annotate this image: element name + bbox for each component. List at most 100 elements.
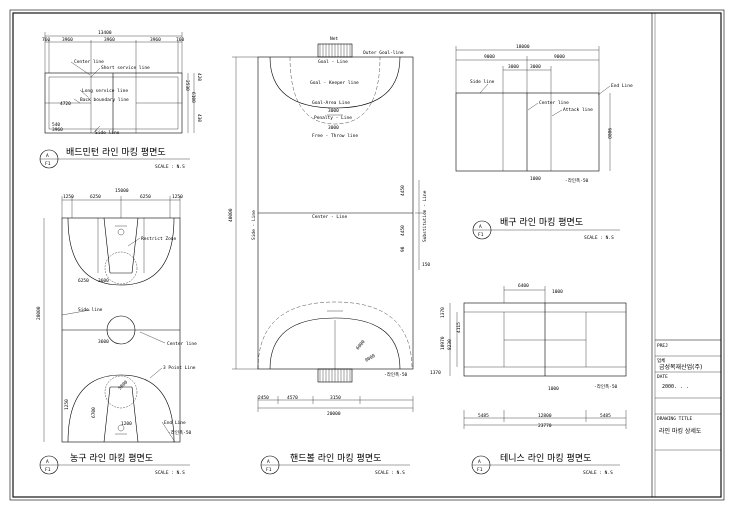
- bad-dim-540: 540: [52, 122, 60, 128]
- volleyball-title: 배구 라인 마킹 평면도: [500, 216, 583, 228]
- bb-label-linewidth: -라인폭-50: [168, 429, 192, 436]
- tn-dim-t1: 6400: [518, 283, 529, 289]
- title-field-prej: PREJ: [657, 343, 668, 349]
- handball-title: 핸드볼 라인 마킹 평면도: [290, 452, 381, 464]
- hb-dim-3000a: 3000: [328, 108, 339, 114]
- hb-label-goal-area: Goal-Area Line: [312, 100, 350, 106]
- hb-dim-4450a: 4450: [400, 185, 406, 196]
- hb-label-center: Center - Line: [312, 214, 348, 220]
- vb-dim-a2: 3000: [530, 64, 541, 70]
- bb-label-end: End Line: [164, 420, 186, 426]
- vb-dim-b: 1000: [530, 176, 541, 182]
- tennis-plan: 6400 1000 1370 4115 10970 8230 1370 1000…: [430, 283, 627, 476]
- bad-dim-r1: 2530: [184, 80, 190, 91]
- vb-label-center: Center line: [539, 100, 569, 106]
- vb-dim-d2: 9000: [554, 54, 565, 60]
- bb-label-restrict: Restrict Zone: [141, 236, 177, 242]
- hb-dim-b3: 3150: [330, 395, 341, 401]
- hb-scale: SCALE : N.S: [375, 470, 405, 476]
- tn-dim-b1000: 1000: [548, 386, 559, 392]
- hb-label-linewidth: -라인폭-50: [384, 371, 408, 378]
- tn-dim-bot2: 12800: [538, 413, 552, 419]
- company-name: 금성목재산업(주): [659, 363, 702, 371]
- bad-label-short-service: Short service line: [101, 65, 150, 71]
- hb-label-substitution: Substitution - Line: [422, 190, 428, 242]
- bad-dim-r4: 430: [196, 114, 202, 122]
- bad-dim-total: 13400: [98, 30, 112, 36]
- vb-dim-h: 9000: [606, 128, 612, 139]
- tn-dim-l5: 1370: [430, 370, 441, 376]
- hb-dim-b1: 2450: [258, 395, 269, 401]
- title-field-company-label: 업체: [657, 357, 665, 364]
- tn-dim-l2: 4115: [456, 322, 462, 333]
- bb-dim-circle: 3600: [98, 339, 109, 345]
- hb-label-free-throw: Free - Throw line: [312, 133, 358, 139]
- bb-scale: SCALE : N.S: [155, 470, 185, 476]
- bad-sheet-number: F1: [45, 161, 51, 167]
- bb-dim-length: 28000: [36, 306, 42, 320]
- volleyball-plan: 18000 9000 9000 3000 3000 9000 1000 Side…: [455, 44, 633, 241]
- bb-dim-tp4: 1200: [121, 421, 132, 427]
- vb-dim-d1: 9000: [484, 54, 495, 60]
- vb-label-end: End Line: [611, 83, 633, 89]
- hb-section-number: A: [267, 459, 270, 465]
- vb-dim-total: 18000: [516, 44, 530, 50]
- bad-dim-r2: 6100: [190, 92, 196, 103]
- hb-dim-width: 20000: [327, 411, 341, 417]
- bb-dim-total: 15000: [115, 188, 129, 194]
- bb-dim-d3: 6250: [140, 194, 151, 200]
- vb-dim-a1: 3000: [508, 64, 519, 70]
- bb-label-3pt: 3 Point Line: [163, 365, 196, 371]
- vb-sheet-number: F1: [478, 232, 484, 238]
- bad-dim-3960: 3960: [52, 127, 63, 133]
- bad-label-side-line: Side line: [95, 130, 120, 136]
- badminton-plan: 13400 760 3960 3960 3960 760 2530 6100 4…: [39, 30, 202, 170]
- bad-dim-r3: 420: [196, 73, 202, 81]
- vb-section-number: A: [479, 224, 482, 230]
- basketball-plan: 15000 1250 6250 6250 1250 28000 6250 360…: [36, 188, 197, 476]
- bad-dim-d4: 3960: [150, 37, 161, 43]
- bb-section-number: A: [46, 459, 49, 465]
- bad-label-center: Center line: [74, 59, 104, 65]
- bad-dim-d2: 3960: [62, 37, 73, 43]
- vb-label-side: Side line: [470, 79, 495, 85]
- title-field-date-label: DATE: [657, 374, 668, 380]
- tn-scale: SCALE : N.S: [583, 470, 613, 476]
- title-block: PREJ 업체 금성목재산업(주) DATE 2000. . . DRAWING…: [651, 13, 721, 497]
- tn-label-linewidth: -라인폭-50: [594, 383, 618, 390]
- hb-label-net: Net: [330, 36, 338, 42]
- bad-scale: SCALE : N.S: [155, 164, 185, 170]
- hb-label-side: Side - Line: [251, 210, 257, 240]
- hb-label-goal-line: Goal - Line: [318, 59, 348, 65]
- bb-dim-d4: 1250: [172, 194, 183, 200]
- hb-sheet-number: F1: [266, 467, 272, 473]
- tn-sheet-number: F1: [477, 467, 483, 473]
- hb-label-penalty: Penalty - Line: [314, 115, 352, 121]
- tn-dim-t2: 1000: [552, 289, 563, 295]
- inner-border: [12, 12, 722, 498]
- bad-dim-d3: 3960: [104, 37, 115, 43]
- badminton-title: 배드민턴 라인 마킹 평면도: [66, 146, 166, 158]
- bad-dim-4720: 4720: [60, 101, 71, 107]
- hb-dim-3000b: 3000: [328, 125, 339, 131]
- bad-dim-d1: 760: [42, 37, 50, 43]
- bb-label-side: Side line: [78, 307, 103, 313]
- tn-dim-total: 23770: [538, 423, 552, 429]
- volleyball-court: [455, 92, 600, 172]
- vb-label-attack: Attack line: [563, 107, 593, 113]
- bad-section-number: A: [46, 153, 49, 159]
- vb-label-linewidth: -라인폭-50: [565, 177, 589, 184]
- bb-dim-6250: 6250: [78, 278, 89, 284]
- tennis-title: 테니스 라인 마킹 평면도: [500, 452, 591, 464]
- title-field-drawing-label: DRAWING TITLE: [657, 416, 693, 422]
- tn-dim-bot1: 5485: [478, 413, 489, 419]
- tn-section-number: A: [478, 459, 481, 465]
- bad-label-long-service: Long service line: [82, 88, 128, 94]
- hb-dim-6000: 6000: [355, 339, 367, 351]
- date-value: 2000. . .: [662, 384, 689, 390]
- bb-dim-tp2: 6700: [91, 407, 97, 418]
- hb-dim-9000: 9000: [364, 353, 377, 364]
- bb-dim-tp1: 1250: [64, 399, 70, 410]
- hb-dim-4450b: 4450: [400, 225, 406, 236]
- hb-dim-b2: 4570: [287, 395, 298, 401]
